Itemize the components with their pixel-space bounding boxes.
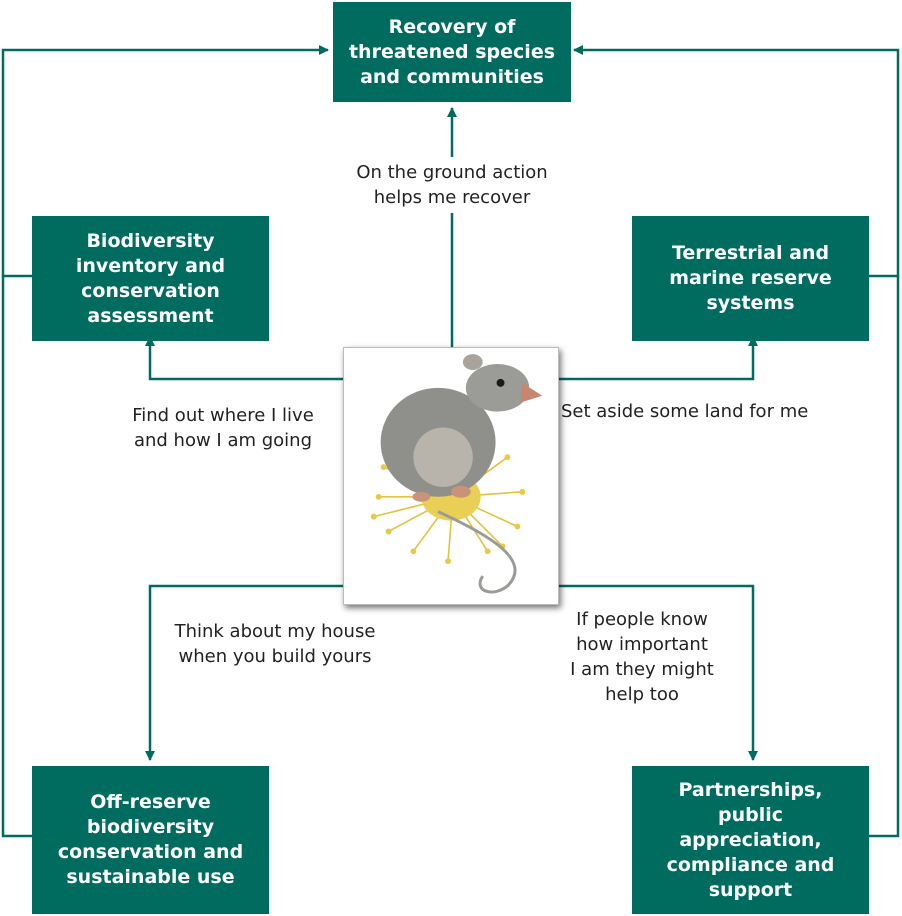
box-reserve-systems: Terrestrial and marine reserve systems [632,216,869,341]
loop-right-lower [869,276,900,838]
label-line: help too [605,684,679,705]
arrow-to-reserves [559,336,758,381]
possum-on-flower-icon [370,354,543,594]
box-biodiversity-inventory: Biodiversity inventory and conservation … [32,216,269,341]
label-find-out: Find out where I live and how I am going [108,403,338,453]
label-line: helps me recover [373,187,531,208]
label-line: and how I am going [133,430,313,451]
label-think-about: Think about my house when you build your… [150,619,400,669]
label-set-aside: Set aside some land for me [561,399,839,424]
label-line: On the ground action [356,162,548,183]
label-line: If people know [576,609,708,630]
arrow-to-partnerships [559,584,758,761]
loop-left-upper [1,45,329,278]
possum-illustration [343,347,559,605]
arrow-to-inventory [145,336,343,381]
arrow-to-off-reserve [145,584,343,761]
box-partnerships: Partnerships, public appreciation, compl… [632,766,869,914]
label-if-people-know: If people know how important I am they m… [542,607,742,707]
label-line: I am they might [570,659,714,680]
loop-right-upper [573,45,900,278]
box-recovery: Recovery of threatened species and commu… [333,2,571,102]
label-on-the-ground: On the ground action helps me recover [322,160,582,210]
label-line: Set aside some land for me [561,401,809,422]
label-line: how important [576,634,708,655]
label-line: Find out where I live [132,405,314,426]
label-line: when you build yours [178,646,372,667]
box-off-reserve: Off-reserve biodiversity conservation an… [32,766,269,914]
label-line: Think about my house [174,621,376,642]
loop-left-lower [1,276,32,838]
